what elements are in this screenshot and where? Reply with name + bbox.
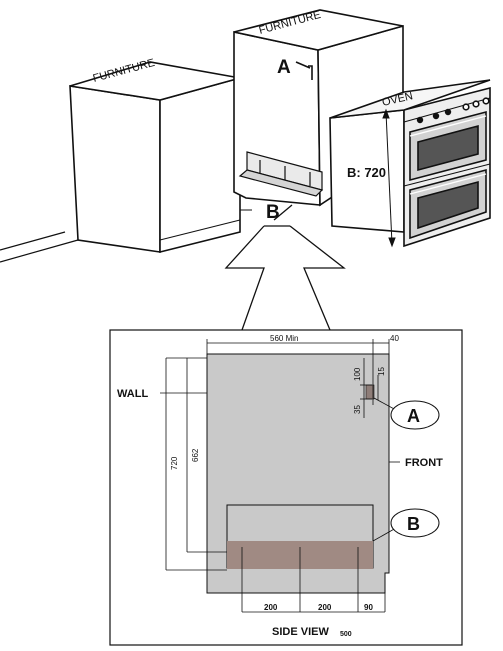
- dim-bracket-size: 15: [377, 367, 386, 376]
- bracket-b-label: B: [266, 202, 280, 223]
- oven-height-label: B: 720: [347, 165, 386, 180]
- front-label: FRONT: [405, 457, 443, 469]
- pointer-arrow: [224, 225, 346, 331]
- dim-height-total: 720: [170, 456, 179, 470]
- callout-b-label: B: [407, 514, 420, 534]
- dim-bracket-gap: 35: [353, 405, 362, 414]
- callout-b-ellipse: [390, 508, 440, 538]
- callout-a-label: A: [407, 406, 420, 426]
- dim-offset-front: 40: [390, 334, 399, 343]
- side-view-title: SIDE VIEW: [272, 626, 329, 638]
- bracket-a-label: A: [277, 57, 291, 78]
- furniture-cabinet-left: [69, 61, 252, 254]
- bracket-a-illustration: [295, 61, 313, 80]
- dim-height-inner: 662: [191, 448, 200, 462]
- dim-width-min: 560 Min: [270, 334, 298, 343]
- bracket-b-illustration: [238, 151, 324, 197]
- oven-height-dimension: [382, 108, 396, 248]
- callout-a-ellipse: [390, 400, 440, 430]
- dim-span-3: 90: [364, 603, 373, 612]
- side-view-dimensions: [160, 339, 400, 613]
- wall-label: WALL: [117, 388, 148, 400]
- side-view-panel: [109, 329, 463, 646]
- dim-bracket-top: 100: [353, 367, 362, 381]
- side-view-subtitle: 500: [340, 631, 352, 638]
- dim-span-1: 200: [264, 603, 278, 612]
- oven-illustration: [329, 79, 491, 248]
- floor-lines: [0, 231, 79, 263]
- dim-span-2: 200: [318, 603, 332, 612]
- bracket-b-leader: [273, 204, 293, 221]
